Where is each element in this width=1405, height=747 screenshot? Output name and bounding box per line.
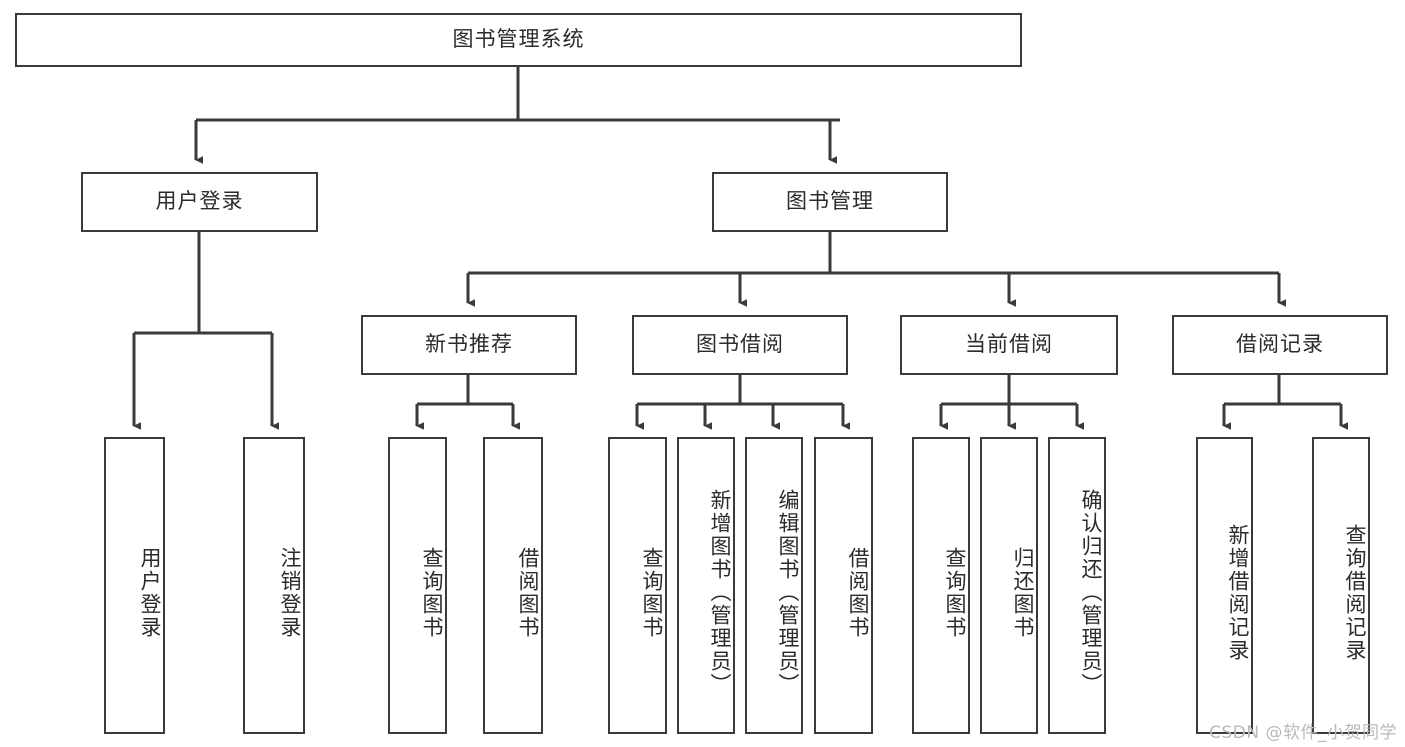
leaf-borrow-book-2-label: 借阅图书 xyxy=(846,546,870,639)
node-book-management-label: 图书管理 xyxy=(786,189,874,214)
node-root-label: 图书管理系统 xyxy=(452,27,585,52)
node-current-borrow[interactable]: 当前借阅 xyxy=(900,315,1118,375)
leaf-query-book-1-label: 查询图书 xyxy=(420,546,444,639)
leaf-add-book-label: 新增图书（管理员） xyxy=(708,489,732,696)
leaf-query-book-2-label: 查询图书 xyxy=(640,546,664,639)
leaf-query-book-3-label: 查询图书 xyxy=(943,546,967,639)
node-user-login[interactable]: 用户登录 xyxy=(81,172,318,232)
node-new-book-recommend[interactable]: 新书推荐 xyxy=(361,315,577,375)
leaf-query-record-label: 查询借阅记录 xyxy=(1343,523,1367,662)
leaf-query-book-1[interactable]: 查询图书 xyxy=(388,437,447,734)
leaf-confirm-return[interactable]: 确认归还（管理员） xyxy=(1048,437,1106,734)
leaf-logout-login-label: 注销登录 xyxy=(278,546,302,639)
leaf-borrow-book-2[interactable]: 借阅图书 xyxy=(814,437,873,734)
leaf-borrow-book-1[interactable]: 借阅图书 xyxy=(483,437,543,734)
node-user-login-label: 用户登录 xyxy=(155,189,244,214)
leaf-edit-book[interactable]: 编辑图书（管理员） xyxy=(745,437,803,734)
node-book-borrow[interactable]: 图书借阅 xyxy=(632,315,848,375)
node-book-borrow-label: 图书借阅 xyxy=(696,332,784,357)
leaf-user-login-label: 用户登录 xyxy=(138,546,162,639)
leaf-user-login[interactable]: 用户登录 xyxy=(104,437,165,734)
leaf-query-book-3[interactable]: 查询图书 xyxy=(912,437,970,734)
leaf-add-record[interactable]: 新增借阅记录 xyxy=(1196,437,1253,734)
leaf-query-record[interactable]: 查询借阅记录 xyxy=(1312,437,1370,734)
node-borrow-record-label: 借阅记录 xyxy=(1236,332,1324,357)
leaf-confirm-return-label: 确认归还（管理员） xyxy=(1079,489,1103,696)
leaf-return-book[interactable]: 归还图书 xyxy=(980,437,1038,734)
leaf-return-book-label: 归还图书 xyxy=(1011,546,1035,639)
leaf-logout-login[interactable]: 注销登录 xyxy=(243,437,305,734)
leaf-query-book-2[interactable]: 查询图书 xyxy=(608,437,667,734)
leaf-add-record-label: 新增借阅记录 xyxy=(1226,523,1250,662)
node-current-borrow-label: 当前借阅 xyxy=(965,332,1053,357)
leaf-edit-book-label: 编辑图书（管理员） xyxy=(776,489,800,696)
node-borrow-record[interactable]: 借阅记录 xyxy=(1172,315,1388,375)
csdn-watermark: CSDN @软件_小贺同学 xyxy=(1209,723,1397,743)
node-new-book-recommend-label: 新书推荐 xyxy=(425,332,513,357)
leaf-add-book[interactable]: 新增图书（管理员） xyxy=(677,437,735,734)
node-root[interactable]: 图书管理系统 xyxy=(15,13,1022,67)
leaf-borrow-book-1-label: 借阅图书 xyxy=(516,546,540,639)
node-book-management[interactable]: 图书管理 xyxy=(712,172,948,232)
